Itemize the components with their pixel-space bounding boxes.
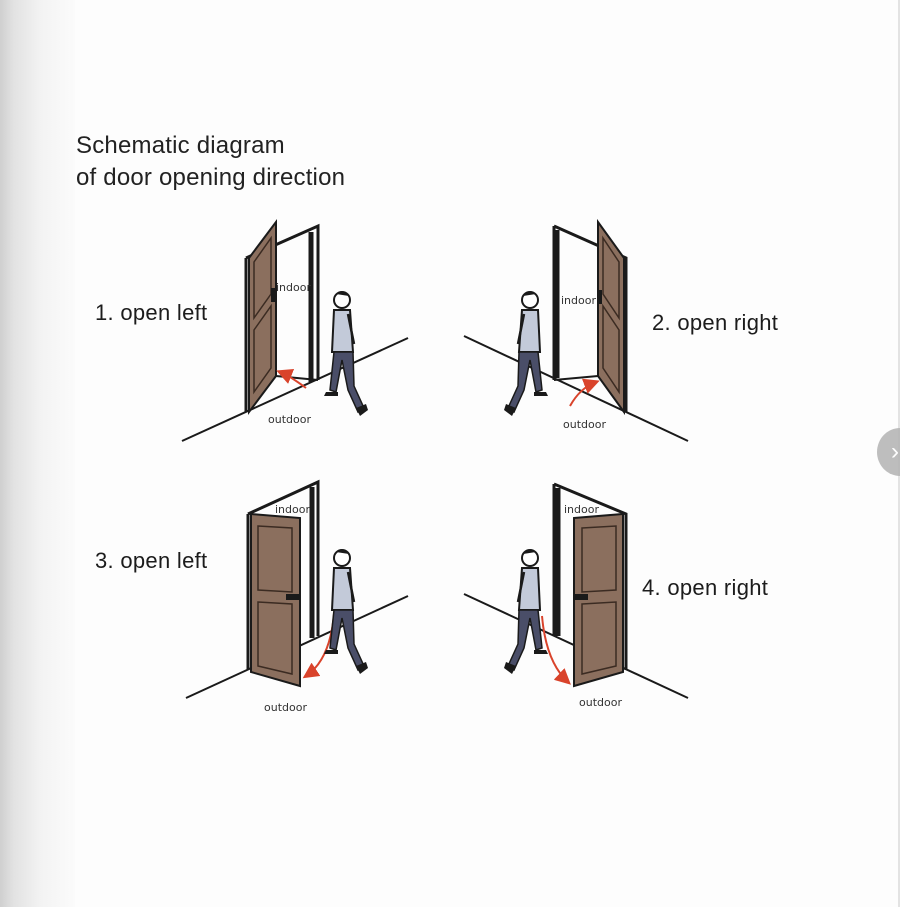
- panel-4-label: 4. open right: [642, 575, 769, 600]
- panel-1-illustration: [181, 219, 409, 442]
- title-line-1: Schematic diagram: [76, 132, 285, 159]
- panel-1-label: 1. open left: [95, 300, 208, 325]
- panel-1-person: [322, 290, 370, 418]
- panel-2-label: 2. open right: [652, 310, 779, 335]
- panel-1-indoor-label: indoor: [276, 281, 311, 294]
- panel-4-swing-arrow: [541, 615, 571, 685]
- panel-2-floor-line: [463, 335, 689, 442]
- next-image-button[interactable]: ›: [877, 428, 900, 476]
- panel-2-outdoor-label: outdoor: [563, 418, 606, 431]
- panel-4-person: [502, 548, 550, 676]
- panel-4-door-leaf: [573, 512, 624, 688]
- chevron-right-icon: ›: [891, 438, 899, 465]
- panel-1-floor-line: [181, 337, 409, 442]
- panel-3-door-leaf: [250, 512, 301, 688]
- panel-2-illustration: [463, 218, 689, 442]
- panel-1-swing-arrow: [276, 369, 307, 389]
- diagram-title: Schematic diagram of door opening direct…: [76, 130, 345, 194]
- panel-2-door-frame: [552, 224, 628, 412]
- panel-4-door-frame: [552, 482, 628, 670]
- panel-3-person: [322, 548, 370, 676]
- panel-3-door-frame: [246, 479, 320, 670]
- title-line-2: of door opening direction: [76, 164, 346, 191]
- panel-4-illustration: [463, 482, 689, 699]
- panel-3-outdoor-label: outdoor: [264, 701, 307, 714]
- panel-3-label: 3. open left: [95, 548, 208, 573]
- panel-4-indoor-label: indoor: [564, 503, 599, 516]
- panel-4-outdoor-label: outdoor: [579, 696, 622, 709]
- panel-1-outdoor-label: outdoor: [268, 413, 311, 426]
- panel-3-indoor-label: indoor: [275, 503, 310, 516]
- panel-2-indoor-label: indoor: [561, 294, 596, 307]
- panel-2-person: [502, 290, 550, 418]
- panel-3-illustration: [185, 479, 409, 699]
- page-left-shade: [0, 0, 75, 907]
- panel-2-swing-arrow: [569, 378, 600, 407]
